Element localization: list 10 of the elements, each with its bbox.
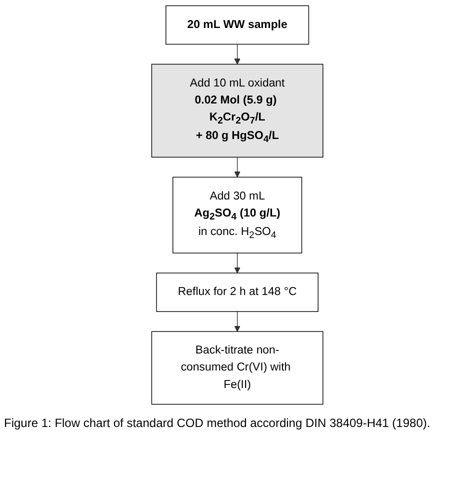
- arrow: [234, 311, 240, 332]
- node-box: Add 10 mL oxidant 0.02 Mol (5.9 g) K$_{2}$Cr$_{2}$O$_{7}$/L + 80 g HgSO$_{4}$/L: [151, 64, 323, 158]
- figure-caption: Figure 1: Flow chart of standard COD method according DIN 38409-H41 (1980).: [3, 415, 432, 432]
- arrow: [234, 44, 240, 64]
- node-box: Add 30 mL Ag$_{2}$SO$_{4}$ (10 g/L) in conc. H$_{2}$SO$_{4}$: [172, 176, 302, 254]
- arrow: [234, 156, 240, 178]
- node-box: 20 mL WW sample: [165, 5, 309, 45]
- node-box: Reflux for 2 h at 148 °C: [156, 272, 318, 312]
- arrow: [234, 252, 240, 274]
- node-box: Back-titrate non-consumed Cr(VI) with Fe(II): [151, 331, 323, 405]
